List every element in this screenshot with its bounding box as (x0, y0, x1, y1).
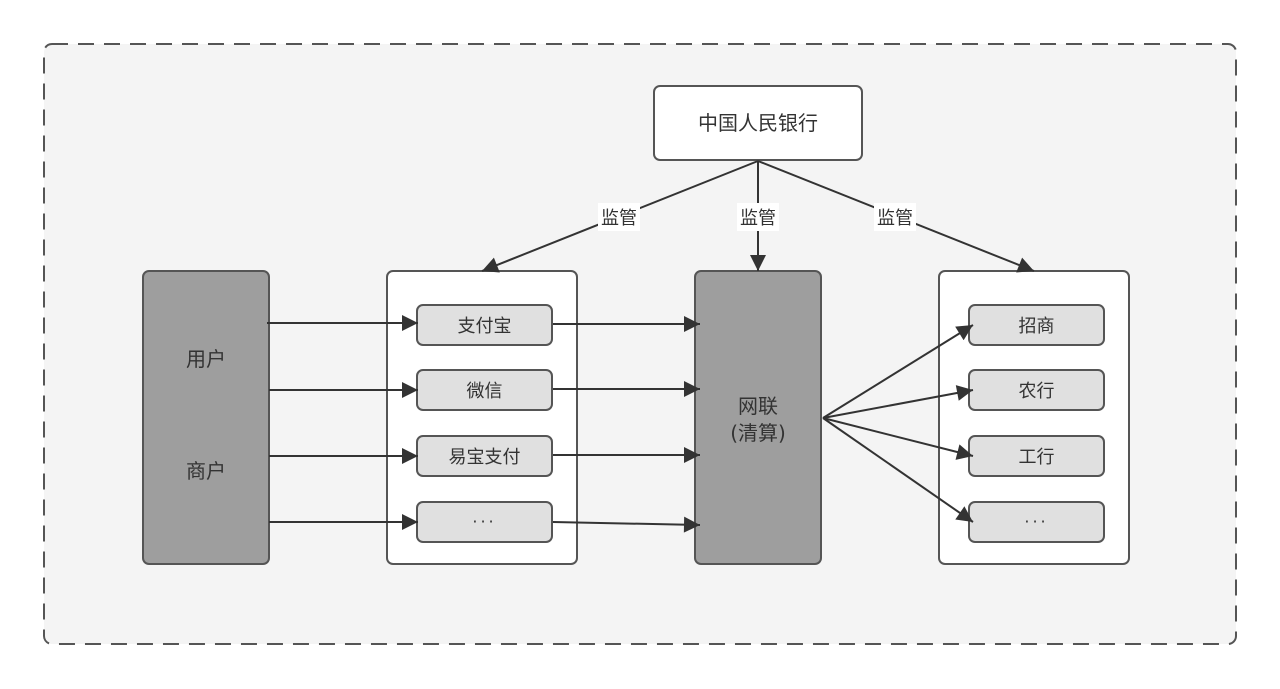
edge-netunion-to-bank (822, 417, 974, 523)
bank-item-label: ··· (1024, 512, 1048, 531)
bank-item-label: 农行 (1019, 381, 1055, 402)
payment-item[interactable]: ··· (416, 501, 553, 543)
bank-item[interactable]: 招商 (968, 304, 1105, 346)
edge-netunion-to-bank (822, 324, 974, 419)
node-pboc[interactable]: 中国人民银行 (653, 85, 863, 161)
edge-payment-to-netunion (552, 516, 701, 533)
edge-netunion-to-bank (822, 417, 974, 460)
node-netunion-label: 网联 (738, 394, 778, 418)
edge-label-text: 监管 (877, 208, 913, 229)
node-netunion[interactable]: 网联 (清算) (694, 270, 822, 565)
edge-label-text: 监管 (601, 208, 637, 229)
bank-item[interactable]: 工行 (968, 435, 1105, 477)
bank-item-label: 工行 (1019, 447, 1055, 468)
edge-label-text: 监管 (740, 208, 776, 229)
payment-item-label: 支付宝 (458, 316, 512, 337)
node-users-label: 用户 (186, 347, 226, 371)
node-merchants-label: 商户 (186, 459, 226, 483)
payment-item-label: 微信 (467, 381, 503, 402)
node-users-merchants[interactable]: 用户 商户 (142, 270, 270, 565)
payment-item[interactable]: 微信 (416, 369, 553, 411)
edge-netunion-to-bank (822, 385, 974, 419)
node-netunion-sublabel: (清算) (730, 421, 786, 445)
edge-label-supervise-center: 监管 (737, 203, 779, 231)
node-pboc-label: 中国人民银行 (698, 111, 818, 135)
bank-item[interactable]: 农行 (968, 369, 1105, 411)
payment-item-label: 易宝支付 (449, 447, 521, 468)
payment-item-label: ··· (472, 512, 496, 531)
payment-item[interactable]: 支付宝 (416, 304, 553, 346)
bank-item-label: 招商 (1019, 316, 1055, 337)
edge-label-supervise-left: 监管 (598, 203, 640, 231)
edge-label-supervise-right: 监管 (874, 203, 916, 231)
bank-item[interactable]: ··· (968, 501, 1105, 543)
payment-item[interactable]: 易宝支付 (416, 435, 553, 477)
